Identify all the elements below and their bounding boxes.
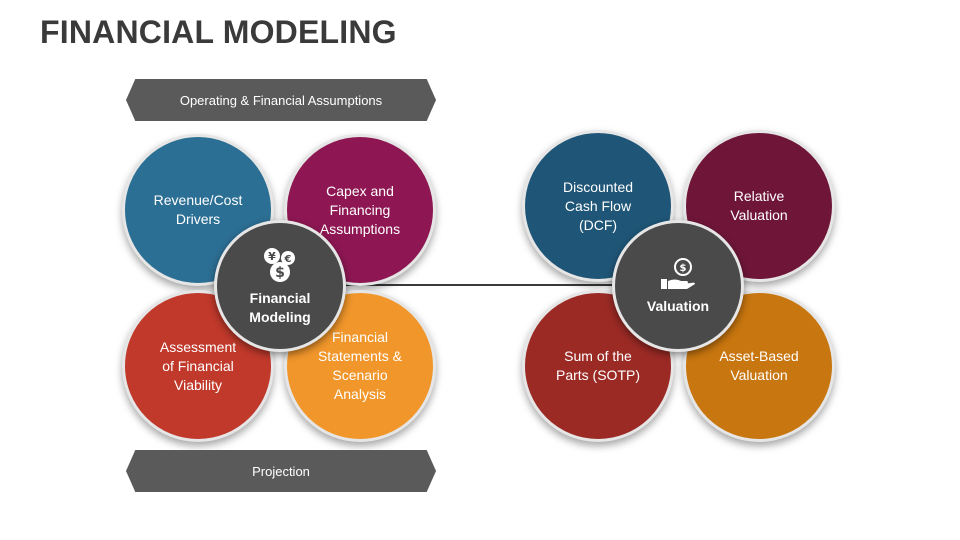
circle-label: Relative Valuation — [730, 188, 788, 223]
hub-valuation: $ Valuation — [612, 220, 744, 352]
circle-assessment-viability: Assessment of Financial Viability — [122, 290, 274, 442]
svg-text:$: $ — [680, 263, 687, 274]
assumptions-banner: Operating & Financial Assumptions — [126, 79, 436, 121]
circle-sotp: Sum of the Parts (SOTP) — [522, 290, 674, 442]
hub-connector-line — [345, 284, 615, 286]
projection-banner-label: Projection — [252, 463, 310, 479]
svg-text:€: € — [284, 254, 292, 265]
hub-label: Valuation — [646, 297, 710, 314]
hub-label: Financial Modeling — [249, 290, 311, 325]
circle-label: Revenue/Cost Drivers — [153, 192, 243, 227]
svg-text:¥: ¥ — [268, 250, 276, 263]
circle-revenue-cost-drivers: Revenue/Cost Drivers — [122, 134, 274, 286]
page-title: FINANCIAL MODELING — [40, 14, 397, 50]
hub-financial-modeling: ¥ € $ Financial Modeling — [214, 220, 346, 352]
svg-text:$: $ — [275, 265, 285, 281]
assumptions-banner-label: Operating & Financial Assumptions — [179, 92, 383, 108]
circle-label: Discounted Cash Flow (DCF) — [562, 178, 634, 233]
circle-label: Financial Statements & Scenario Analysis — [317, 329, 403, 402]
currency-coins-icon: ¥ € $ — [264, 248, 295, 282]
circle-label: Capex and Financing Assumptions — [319, 182, 401, 237]
circle-label: Assessment of Financial Viability — [159, 338, 237, 393]
projection-banner: Projection — [126, 450, 436, 492]
circle-label: Asset-Based Valuation — [719, 348, 799, 383]
hand-holding-dollar-icon: $ — [661, 257, 695, 289]
circle-label: Sum of the Parts (SOTP) — [555, 348, 640, 383]
